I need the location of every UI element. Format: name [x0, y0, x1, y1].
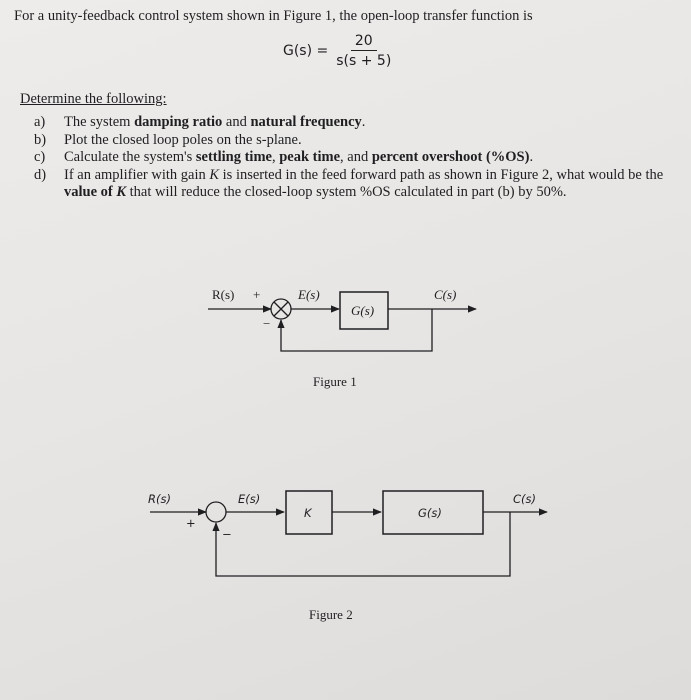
summing-junction — [205, 501, 227, 523]
question-text: If an amplifier with gain K is inserted … — [64, 166, 664, 201]
figure-2-gain-label: K — [304, 506, 313, 520]
transfer-function-lhs: G(s) = — [283, 43, 329, 59]
plant-block — [339, 291, 389, 330]
figure-2-diagram — [150, 490, 548, 577]
question-label: c) — [34, 149, 46, 165]
question-text: Plot the closed loop poles on the s-plan… — [64, 131, 302, 148]
problem-intro: For a unity-feedback control system show… — [14, 8, 533, 24]
feedback-path — [212, 512, 511, 577]
figure-2-plus-sign: + — [186, 516, 196, 530]
figure-1-caption: Figure 1 — [313, 374, 357, 389]
figure-1-output-label: C(s) — [434, 287, 456, 302]
feedback-path — [277, 309, 433, 352]
question-d: d) If an amplifier with gain K is insert… — [34, 167, 684, 202]
figure-1-plant-label: G(s) — [351, 303, 374, 318]
question-c: c) Calculate the system's settling time,… — [34, 149, 684, 167]
figure-2-plant-label: G(s) — [418, 506, 442, 520]
question-text: Calculate the system's settling time, pe… — [64, 149, 534, 165]
transfer-function-numerator: 20 — [350, 33, 377, 51]
transfer-function: G(s) = 20 s(s + 5) — [283, 33, 391, 69]
question-label: a) — [34, 114, 46, 130]
question-label: d) — [34, 166, 47, 183]
transfer-function-fraction: 20 s(s + 5) — [336, 33, 391, 69]
transfer-function-denominator: s(s + 5) — [336, 53, 392, 69]
question-text: The system damping ratio and natural fre… — [64, 114, 366, 130]
question-b: b) Plot the closed loop poles on the s-p… — [34, 132, 684, 150]
figure-2-error-label: E(s) — [238, 492, 260, 506]
summing-junction-cross — [273, 301, 289, 317]
section-heading: Determine the following: — [20, 91, 167, 107]
figure-2-minus-sign: − — [222, 527, 232, 541]
figure-1-plus-sign: + — [253, 287, 260, 302]
figure-2-caption: Figure 2 — [309, 607, 353, 622]
question-a: a) The system damping ratio and natural … — [34, 114, 684, 132]
figure-1-error-label: E(s) — [297, 287, 320, 302]
figure-2-output-label: C(s) — [513, 492, 536, 506]
figure-2-input-label: R(s) — [148, 492, 171, 506]
question-label: b) — [34, 131, 47, 148]
question-list: a) The system damping ratio and natural … — [34, 114, 684, 202]
figure-1-minus-sign: − — [263, 316, 270, 331]
figure-1-diagram — [208, 291, 477, 352]
figure-1-input-label: R(s) — [212, 287, 234, 302]
